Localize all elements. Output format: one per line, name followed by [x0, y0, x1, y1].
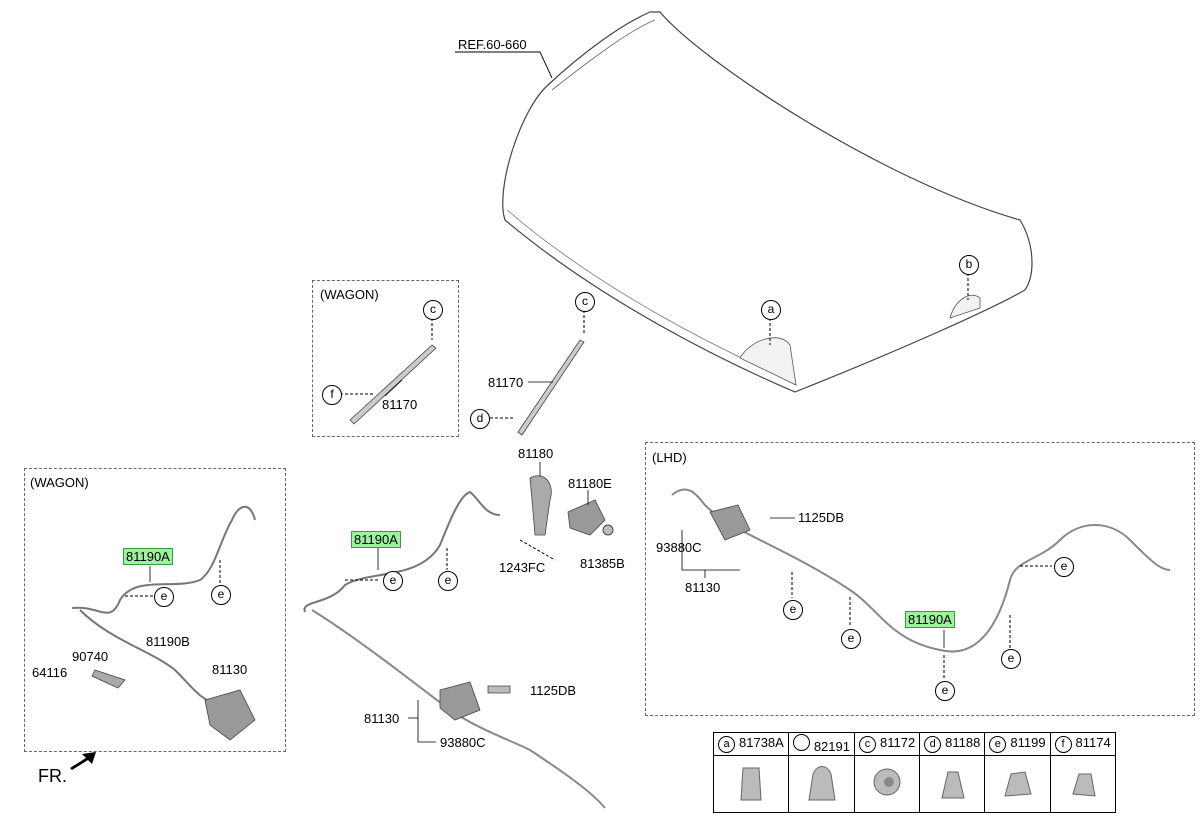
legend-image-f: [1049, 755, 1116, 813]
center-latch-part[interactable]: 81130: [364, 711, 400, 726]
legend-image-a: [713, 755, 789, 813]
ref-label[interactable]: REF.60-660: [458, 37, 527, 52]
legend-part: 81199: [1010, 735, 1046, 750]
legend-letter: [792, 734, 810, 751]
bumper-part[interactable]: 81385B: [580, 556, 625, 571]
callout-b[interactable]: b: [959, 255, 979, 275]
legend-part: 81174: [1075, 735, 1111, 750]
wagon-hood-title: (WAGON): [320, 287, 379, 302]
left-clip-part[interactable]: 64116: [32, 665, 68, 680]
legend-part: 81172: [879, 735, 916, 750]
left-cable-part[interactable]: 81190A: [123, 548, 173, 565]
left-box-title: (WAGON): [30, 475, 89, 490]
center-bolt-part[interactable]: 1125DB: [530, 683, 577, 698]
front-direction-label: FR.: [38, 766, 67, 786]
lhd-cable-part[interactable]: 81190A: [905, 611, 955, 628]
callout-c[interactable]: c: [423, 300, 443, 320]
callout-e[interactable]: e: [783, 600, 803, 620]
lhd-box: [645, 442, 1195, 716]
callout-d[interactable]: d: [470, 409, 490, 429]
legend-letter: d: [924, 736, 942, 753]
legend-letter: a: [718, 736, 735, 753]
callout-e[interactable]: e: [841, 629, 861, 649]
callout-e[interactable]: e: [935, 681, 955, 701]
left-cable-b-part[interactable]: 81190B: [146, 634, 190, 649]
callout-c[interactable]: c: [575, 292, 595, 312]
legend-letter: c: [858, 736, 876, 753]
callout-e[interactable]: e: [383, 571, 403, 591]
bracket-part[interactable]: 81180E: [568, 476, 612, 491]
wagon-cable-box: [24, 468, 286, 752]
callout-e[interactable]: e: [438, 571, 458, 591]
center-sub-part[interactable]: 93880C: [440, 735, 486, 750]
callout-e[interactable]: e: [211, 585, 231, 605]
callout-e[interactable]: e: [154, 587, 174, 607]
legend-part: 81188: [945, 735, 981, 750]
lhd-latch-part[interactable]: 81130: [685, 580, 721, 595]
left-bolt-part[interactable]: 90740: [72, 649, 109, 664]
center-cable-part[interactable]: 81190A: [351, 531, 401, 548]
wagon-rod-part[interactable]: 81170: [382, 397, 418, 412]
center-rod-part[interactable]: 81170: [488, 375, 524, 390]
hood-panel: [502, 11, 1033, 393]
legend-part: 81738A: [739, 735, 784, 750]
callout-f[interactable]: f: [322, 385, 342, 405]
legend-image-e: [984, 755, 1051, 813]
legend-letter: f: [1054, 736, 1072, 753]
bolt-part[interactable]: 1243FC: [499, 560, 546, 575]
callout-e[interactable]: e: [1001, 649, 1021, 669]
legend-part: 82191: [813, 739, 850, 754]
legend-cell-blank[interactable]: 82191: [787, 732, 855, 756]
legend-image-blank: [787, 755, 855, 813]
handle-part[interactable]: 81180: [518, 446, 554, 461]
legend-cell-a[interactable]: a 81738A: [713, 732, 789, 756]
callout-a[interactable]: a: [761, 300, 781, 320]
lhd-title: (LHD): [652, 450, 687, 465]
lhd-bolt-part[interactable]: 1125DB: [798, 510, 845, 525]
wagon-hood-box: [312, 280, 459, 437]
legend-image-c: [853, 755, 921, 813]
callout-e[interactable]: e: [1054, 557, 1074, 577]
lhd-sub-part[interactable]: 93880C: [656, 540, 702, 555]
legend-image-d: [919, 755, 986, 813]
left-latch-part[interactable]: 81130: [212, 662, 248, 677]
legend-letter: e: [989, 736, 1007, 753]
